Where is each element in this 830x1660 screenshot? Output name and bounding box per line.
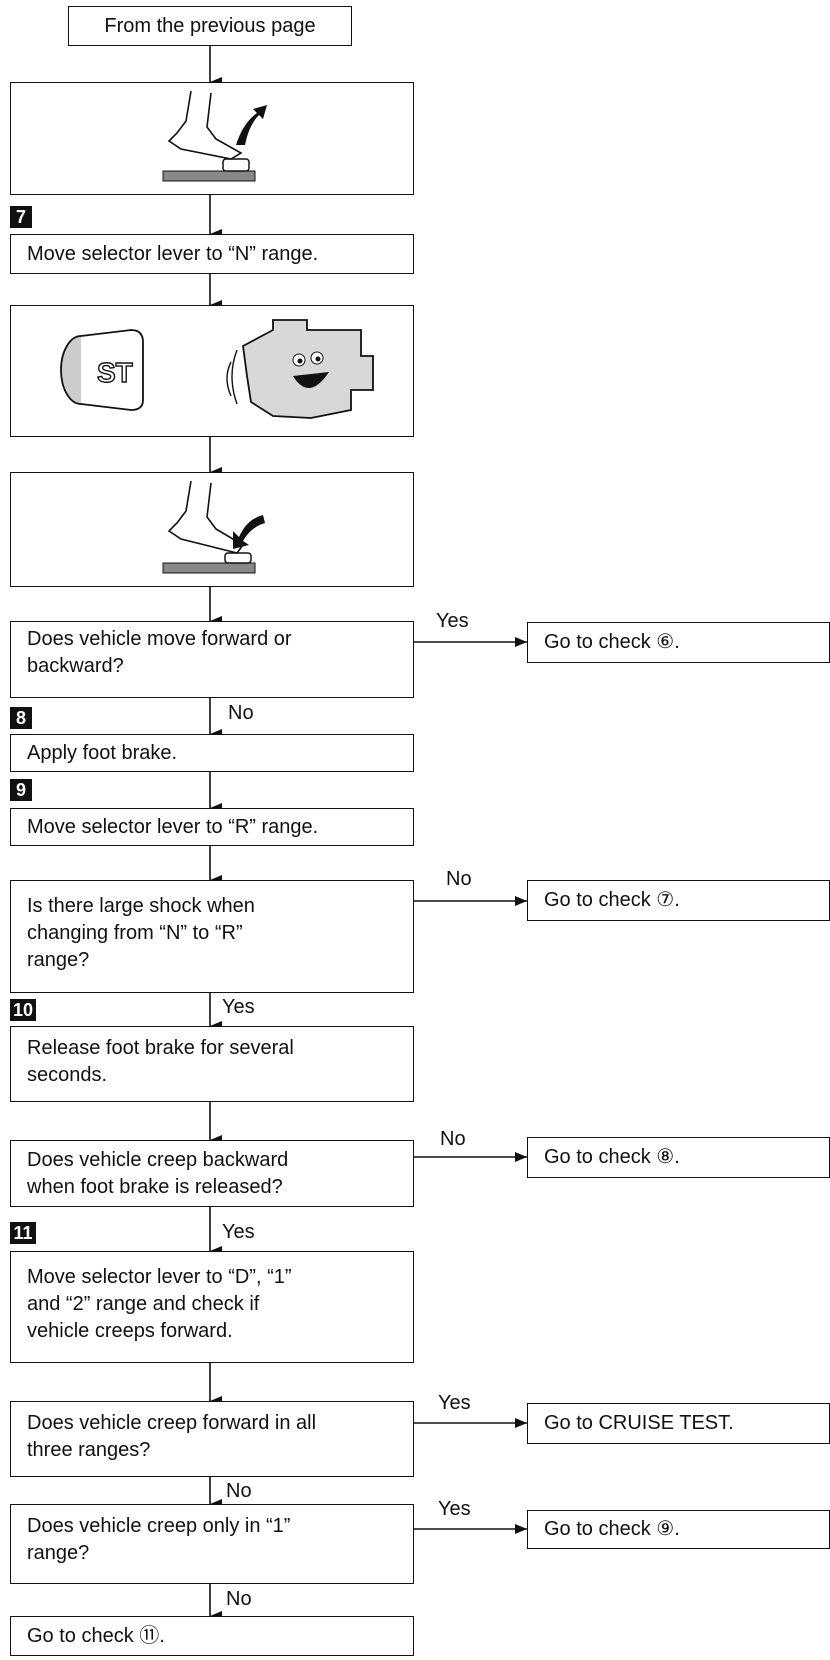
step-badge-11: 11 — [10, 1222, 36, 1244]
question-vehicle-move-box: Does vehicle move forward or backward? — [10, 621, 414, 698]
question-creep-only-1-box: Does vehicle creep only in “1” range? — [10, 1504, 414, 1584]
step-badge-10: 10 — [10, 999, 36, 1021]
yes-label: Yes — [438, 1392, 471, 1414]
question-creep-backward-box: Does vehicle creep backward when foot br… — [10, 1140, 414, 1207]
result-cruise-test-box: Go to CRUISE TEST. — [527, 1403, 830, 1444]
no-label: No — [440, 1128, 466, 1150]
question-large-shock-box: Is there large shock when changing from … — [10, 880, 414, 993]
illustration-pedal-release — [10, 82, 414, 195]
move-selector-d12-box: Move selector lever to “D”, “1” and “2” … — [10, 1251, 414, 1363]
illustration-start-engine: ST — [10, 305, 414, 437]
result-check-7-box: Go to check ⑦. — [527, 880, 830, 921]
move-selector-r-box: Move selector lever to “R” range. — [10, 808, 414, 846]
release-foot-brake-box: Release foot brake for several seconds. — [10, 1026, 414, 1102]
start-text: From the previous page — [104, 14, 316, 37]
yes-label: Yes — [222, 996, 255, 1018]
apply-foot-brake-box: Apply foot brake. — [10, 734, 414, 772]
foot-pedal-icon — [162, 90, 267, 182]
no-label: No — [228, 702, 254, 724]
illustration-pedal-press — [10, 472, 414, 587]
svg-text:ST: ST — [97, 357, 133, 388]
yes-label: Yes — [222, 1221, 255, 1243]
result-check-10-box: Go to check ⑪. — [10, 1616, 414, 1656]
result-check-9-box: Go to check ⑨. — [527, 1510, 830, 1549]
result-check-6-box: Go to check ⑥. — [527, 622, 830, 663]
result-check-8-box: Go to check ⑧. — [527, 1137, 830, 1178]
question-creep-forward-box: Does vehicle creep forward in all three … — [10, 1401, 414, 1477]
yes-label: Yes — [438, 1498, 471, 1520]
start-box: From the previous page — [68, 6, 352, 46]
ignition-key-engine-icon: ST — [60, 319, 374, 419]
move-selector-n-box: Move selector lever to “N” range. — [10, 234, 414, 274]
no-label: No — [446, 868, 472, 890]
no-label: No — [226, 1588, 252, 1610]
yes-label: Yes — [436, 610, 469, 632]
no-label: No — [226, 1480, 252, 1502]
step-badge-8: 8 — [10, 707, 32, 729]
foot-pedal-icon — [162, 480, 265, 574]
step-badge-9: 9 — [10, 779, 32, 801]
step-badge-7: 7 — [10, 206, 32, 228]
